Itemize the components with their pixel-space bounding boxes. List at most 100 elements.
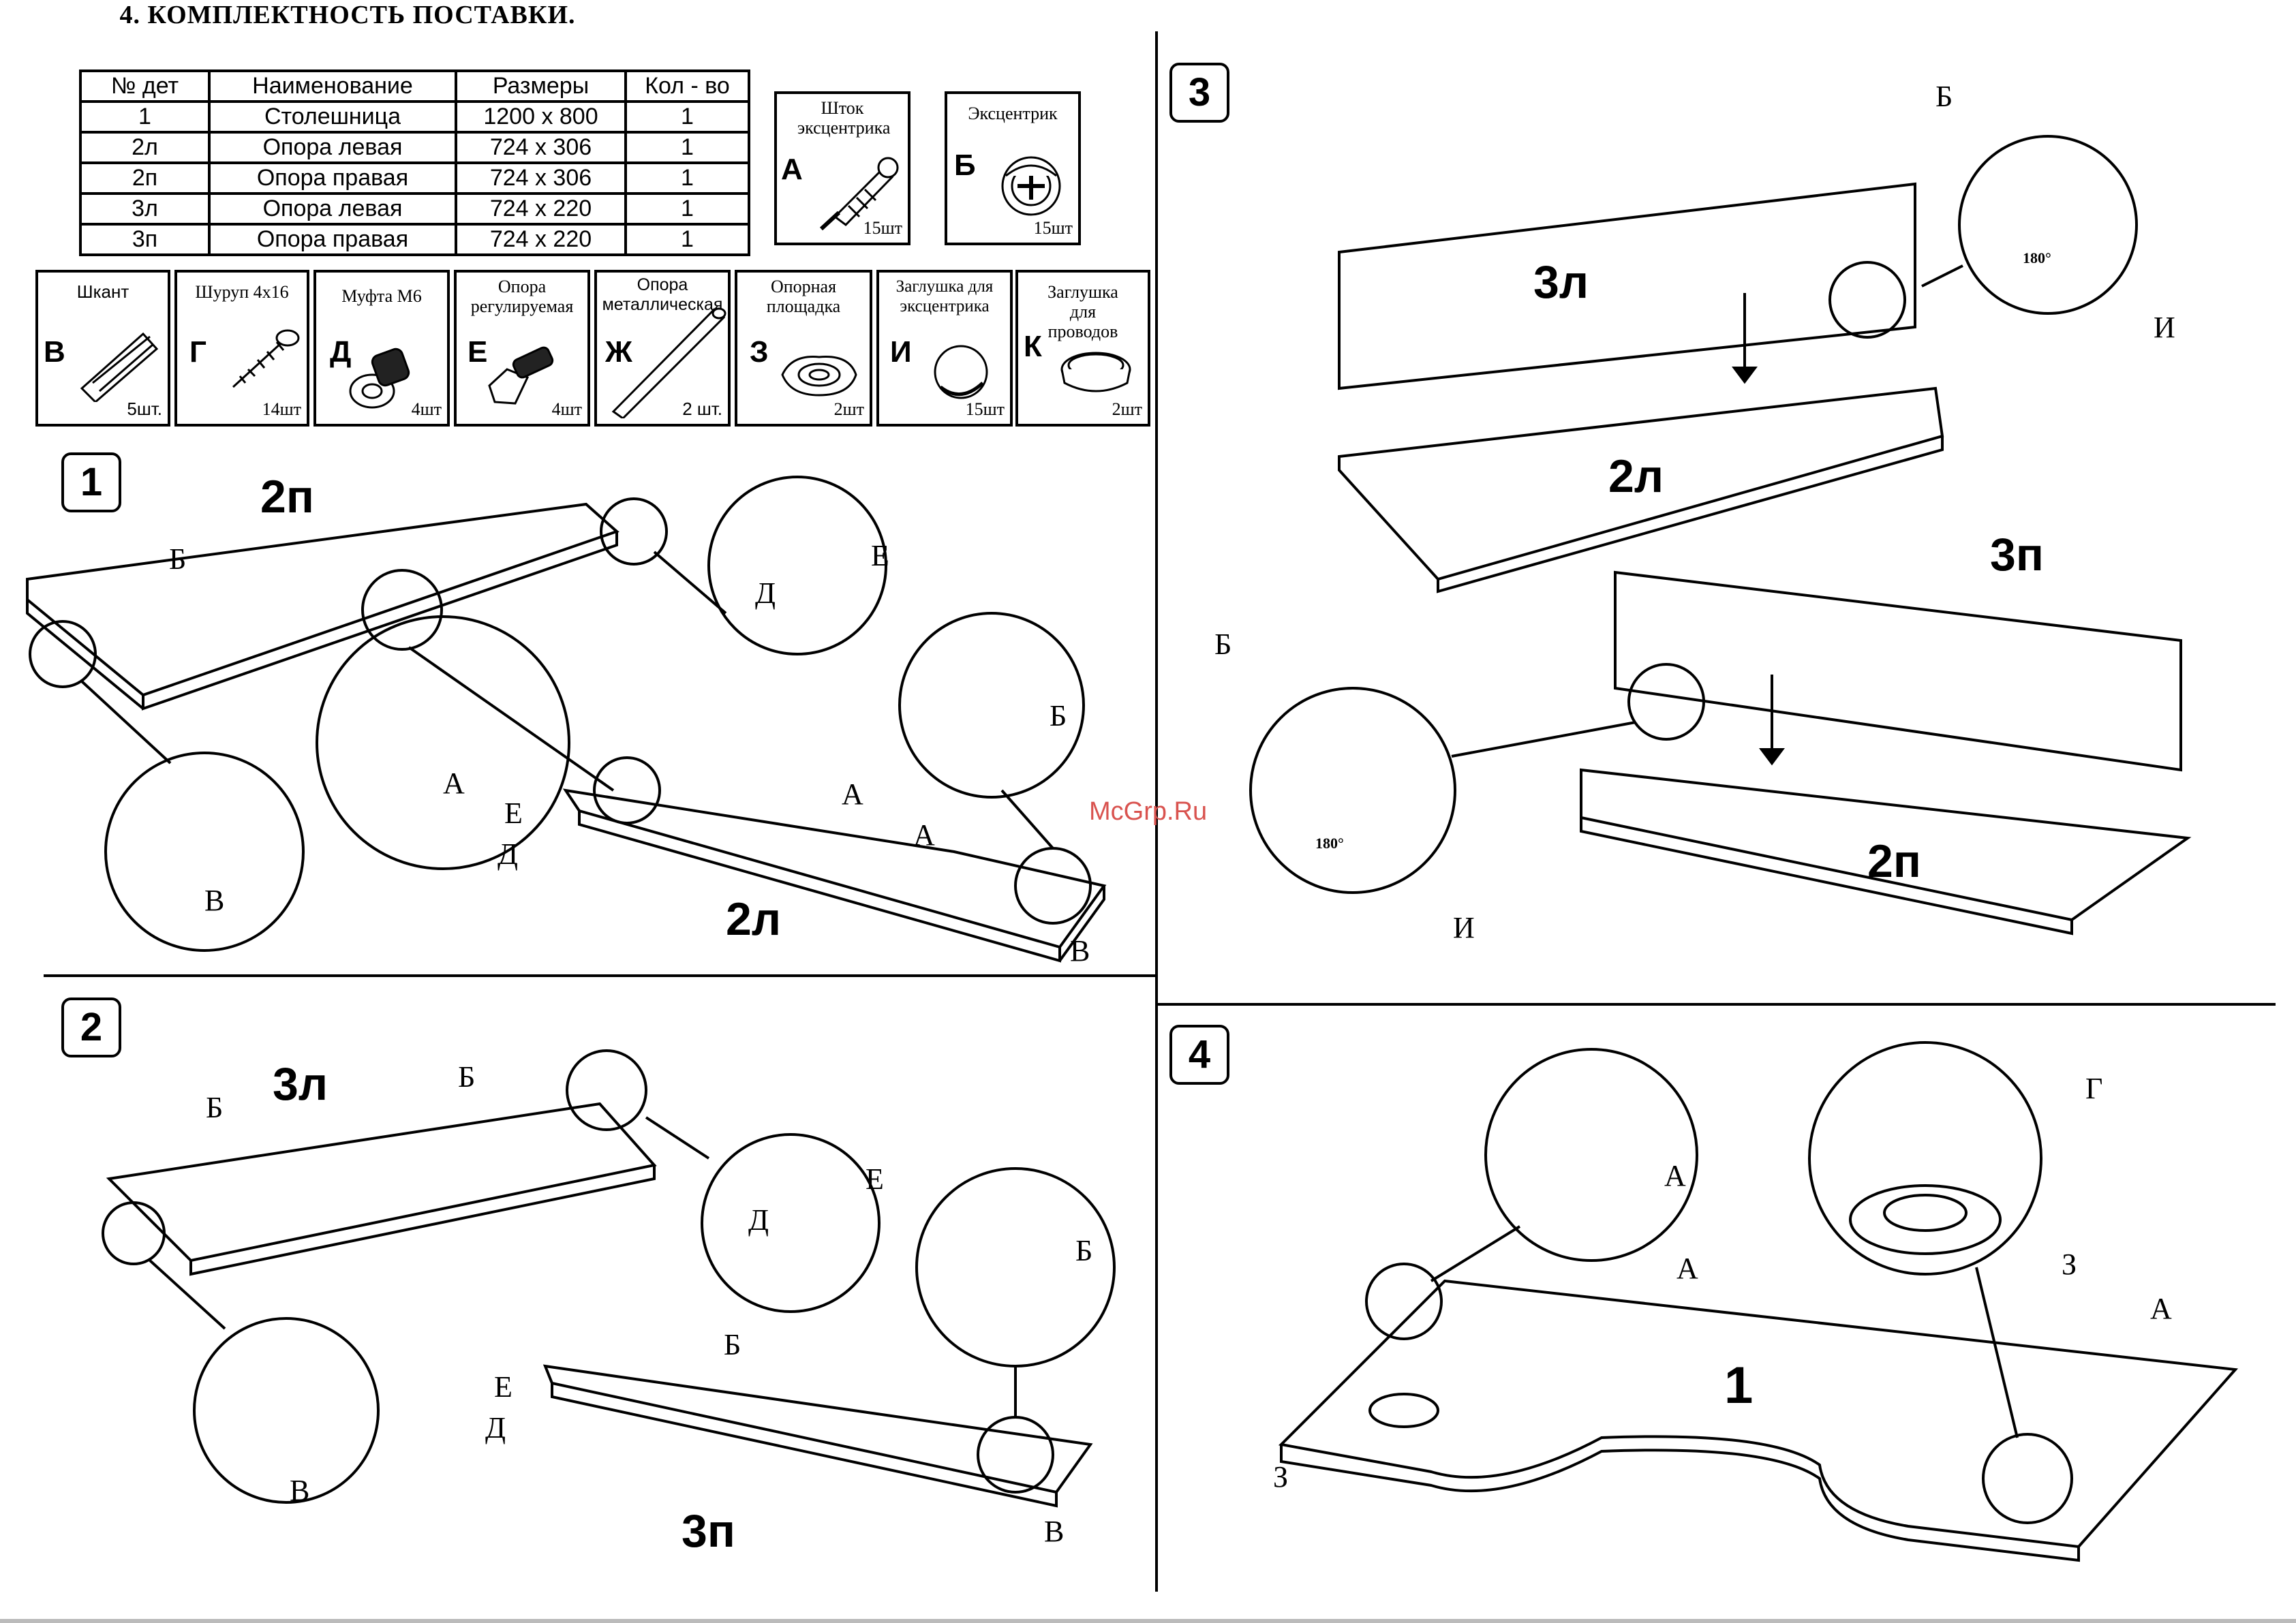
part-label-3p-step2: 3п: [682, 1505, 735, 1557]
col-size: Размеры: [455, 69, 627, 103]
fitting-card-d: Муфта М6 Д 4шт: [313, 270, 450, 427]
cell: Опора левая: [208, 192, 457, 226]
callout-v: В: [1044, 1515, 1065, 1548]
fitting-qty: 2шт: [1112, 399, 1142, 419]
fitting-qty: 5шт.: [127, 399, 162, 419]
fitting-letter: Г: [189, 335, 206, 369]
fitting-label: Опора регулируемая: [470, 277, 574, 316]
cell: 2п: [79, 161, 211, 195]
sleeve-icon: [349, 347, 410, 409]
cell: 724 x 306: [455, 131, 627, 164]
fitting-card-zh: Опора металлическая Ж 2 шт.: [594, 270, 731, 427]
step-2-number: 2: [61, 998, 121, 1057]
fitting-letter: З: [750, 335, 769, 369]
fitting-label: Шуруп 4x16: [195, 282, 289, 302]
part-label-2l-step3: 2л: [1608, 450, 1664, 502]
fitting-qty: 2 шт.: [682, 399, 722, 419]
part-label-1-step4: 1: [1724, 1357, 1754, 1415]
divider-right-horizontal: [1158, 1003, 2276, 1006]
rotation-label: 180°: [1315, 835, 1344, 852]
callout-b: Б: [1050, 699, 1067, 732]
parts-table-header: № дет Наименование Размеры Кол - во: [79, 69, 750, 103]
part-label-3l-step2: 3л: [273, 1058, 328, 1110]
fitting-qty: 15шт: [1033, 218, 1073, 238]
watermark: McGrp.Ru: [1089, 797, 1208, 826]
cell: 1: [624, 100, 750, 134]
callout-a: А: [842, 777, 863, 811]
fitting-card-z: Опорная площадка З 2шт: [735, 270, 872, 427]
callout-b: Б: [1075, 1234, 1093, 1267]
callout-b: Б: [206, 1091, 224, 1124]
cell: 724 x 306: [455, 161, 627, 195]
fitting-label: Эксцентрик: [968, 104, 1058, 123]
fitting-card-e: Опора регулируемая Е 4шт: [454, 270, 590, 427]
fitting-card-k: Заглушка для проводов К 2шт: [1015, 270, 1150, 427]
callout-b: Б: [724, 1328, 741, 1361]
callout-d: Д: [748, 1203, 769, 1237]
cell: 1: [624, 223, 750, 256]
part-label-2p-step3: 2п: [1867, 835, 1921, 887]
kit-title: 4. КОМПЛЕКТНОСТЬ ПОСТАВКИ.: [119, 1, 576, 29]
grommet-icon: [1060, 352, 1131, 392]
fitting-qty: 4шт: [411, 399, 442, 419]
cell: 2л: [79, 131, 211, 164]
callout-e: Е: [494, 1370, 512, 1404]
divider-vertical: [1155, 31, 1158, 1592]
fitting-label: Заглушка для проводов: [1047, 282, 1118, 341]
fitting-label: Опора металлическая: [602, 275, 723, 314]
callout-v: В: [204, 884, 225, 917]
callout-b: Б: [169, 542, 187, 576]
fitting-card-i: Заглушка для эксцентрика И 15шт: [876, 270, 1013, 427]
cell: Опора правая: [208, 161, 457, 195]
cell: Опора левая: [208, 131, 457, 164]
eccentric-icon: [1001, 156, 1061, 216]
callout-d: Д: [485, 1411, 506, 1444]
fitting-letter: К: [1024, 330, 1042, 363]
fitting-card-b: Эксцентрик Б 15шт: [945, 91, 1081, 245]
fitting-letter: Б: [954, 149, 976, 182]
callout-i: И: [1453, 911, 1475, 944]
callout-z: З: [2062, 1248, 2077, 1281]
callout-e: Е: [504, 797, 523, 830]
step-1-number: 1: [61, 452, 121, 512]
fitting-label: Шкант: [76, 281, 129, 302]
fitting-letter: Е: [468, 335, 488, 369]
callout-v: В: [290, 1474, 310, 1507]
callout-d: Д: [498, 837, 519, 871]
fitting-qty: 2шт: [833, 399, 864, 419]
callout-e: Е: [866, 1162, 884, 1196]
fitting-letter: Д: [330, 335, 352, 369]
callout-a: А: [1664, 1159, 1686, 1192]
cell: 3л: [79, 192, 211, 226]
cell: Опора правая: [208, 223, 457, 256]
col-part-no: № дет: [79, 69, 211, 103]
fitting-letter: Ж: [605, 335, 632, 369]
fitting-label: Муфта М6: [341, 286, 422, 306]
callout-v: В: [1070, 934, 1090, 968]
fitting-letter: А: [781, 153, 803, 186]
cap-icon: [934, 345, 988, 399]
cell: 1: [624, 192, 750, 226]
part-label-2l-step1: 2л: [726, 893, 782, 945]
cell: 1: [624, 161, 750, 195]
fitting-qty: 14шт: [262, 399, 301, 419]
cell: 724 x 220: [455, 223, 627, 256]
dowel-icon: [80, 332, 159, 402]
support-pad-icon: [781, 356, 857, 397]
cell: 1: [624, 131, 750, 164]
cell: 1200 x 800: [455, 100, 627, 134]
fitting-label: Заглушка для эксцентрика: [896, 277, 994, 315]
step-3-number: 3: [1169, 63, 1229, 123]
divider-bottom: [0, 1619, 2296, 1623]
callout-g: Г: [2085, 1072, 2103, 1105]
callout-a: А: [913, 818, 935, 852]
col-name: Наименование: [208, 69, 457, 103]
fitting-card-v: Шкант В 5шт.: [35, 270, 170, 427]
callout-b: Б: [458, 1060, 476, 1094]
